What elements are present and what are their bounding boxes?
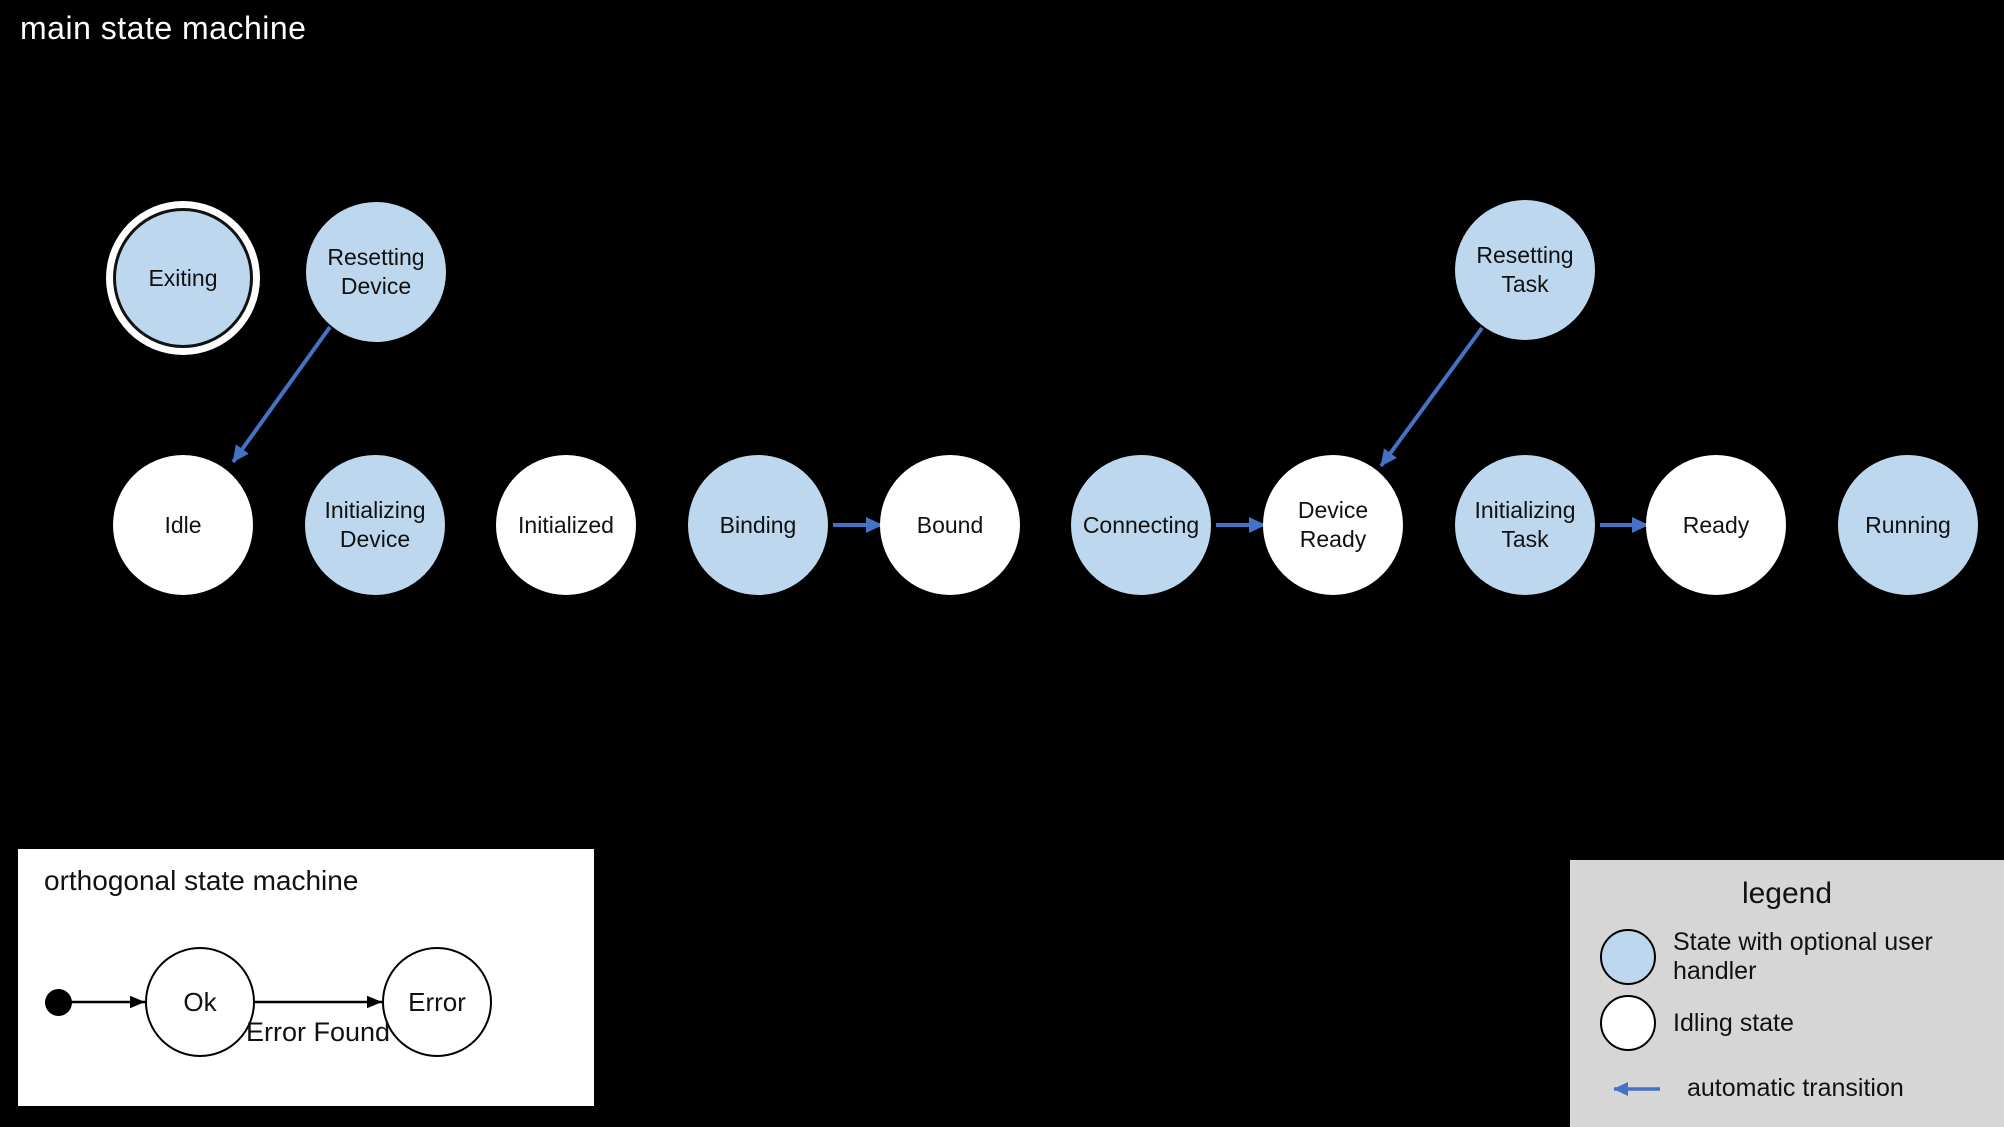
legend-item-automatic-transition: automatic transition bbox=[1600, 1074, 1904, 1103]
state-bound: Bound bbox=[880, 455, 1020, 595]
transition-resetting-task-to-device-ready bbox=[1379, 326, 1484, 468]
main-machine-title: main state machine bbox=[20, 10, 307, 46]
orthogonal-machine-title: orthogonal state machine bbox=[44, 865, 359, 896]
orthogonal-machine-panel: orthogonal state machine Ok Error Error … bbox=[18, 849, 594, 1106]
state-initializing-device: Initializing Device bbox=[305, 455, 445, 595]
state-initialized: Initialized bbox=[496, 455, 636, 595]
idling-state-swatch bbox=[1600, 995, 1656, 1051]
automatic-transition-arrow-icon bbox=[1613, 1081, 1660, 1096]
state-running: Running bbox=[1838, 455, 1978, 595]
error-found-transition-label: Error Found bbox=[245, 1017, 391, 1047]
state-ready: Ready bbox=[1646, 455, 1786, 595]
state-binding: Binding bbox=[688, 455, 828, 595]
state-resetting-device: Resetting Device bbox=[306, 202, 446, 342]
state-connecting: Connecting bbox=[1071, 455, 1211, 595]
legend-item-label: automatic transition bbox=[1687, 1074, 1904, 1102]
state-exiting: Exiting bbox=[113, 208, 253, 348]
legend-item-idling-state: Idling state bbox=[1600, 995, 1794, 1051]
transition-resetting-device-to-idle bbox=[231, 325, 332, 464]
state-ok: Ok bbox=[145, 947, 255, 1057]
state-resetting-task: Resetting Task bbox=[1455, 200, 1595, 340]
legend-item-label: Idling state bbox=[1673, 1008, 1794, 1037]
state-initializing-task: Initializing Task bbox=[1455, 455, 1595, 595]
initial-state-dot bbox=[45, 989, 72, 1016]
user-handler-state-swatch bbox=[1600, 929, 1656, 985]
legend-item-user-handler-state: State with optional user handler bbox=[1600, 928, 2004, 986]
legend-panel: legend State with optional user handler … bbox=[1570, 860, 2004, 1127]
legend-title: legend bbox=[1741, 877, 1833, 910]
state-error: Error bbox=[382, 947, 492, 1057]
state-idle: Idle bbox=[113, 455, 253, 595]
state-device-ready: Device Ready bbox=[1263, 455, 1403, 595]
legend-item-label: State with optional user handler bbox=[1673, 928, 1933, 985]
